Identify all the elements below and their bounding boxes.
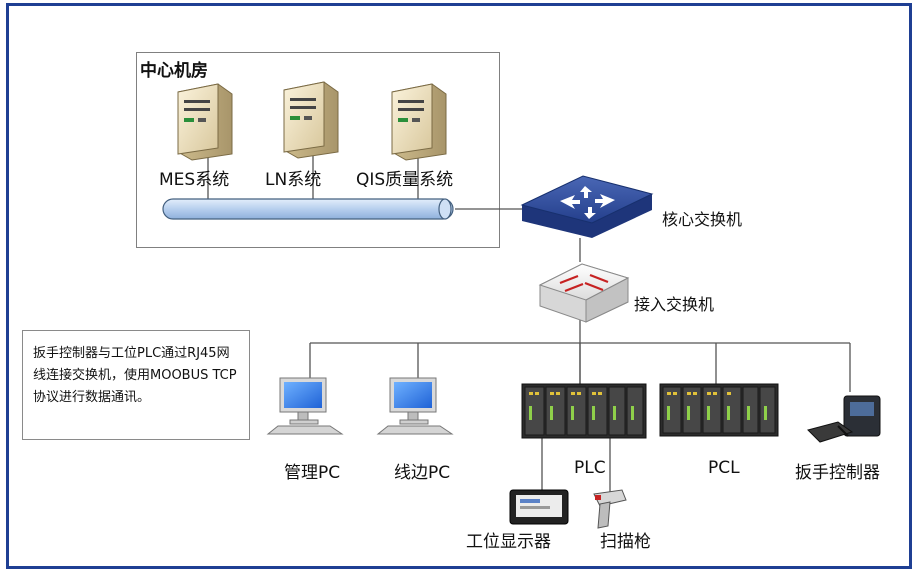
plc-label: PLC: [574, 458, 606, 478]
station-display-label: 工位显示器: [466, 532, 551, 552]
server-label-ln: LN系统: [265, 170, 322, 190]
wrench-controller-label: 扳手控制器: [795, 463, 880, 483]
server-bus: [162, 198, 454, 220]
line-pc-label: 线边PC: [394, 463, 451, 483]
diagram-frame: [6, 3, 912, 569]
core-switch-icon: [520, 175, 654, 238]
admin-pc-icon: [266, 377, 344, 435]
data-center-room: [136, 52, 500, 248]
access-switch-icon: [538, 263, 630, 323]
connection-lines: [207, 150, 851, 492]
server-ln-icon: [283, 81, 339, 159]
pcl-label: PCL: [708, 458, 740, 478]
pcl-rack-icon: [659, 383, 779, 437]
line-pc-icon: [376, 377, 454, 435]
access-switch-label: 接入交换机: [634, 295, 715, 314]
station-display-icon: [509, 489, 569, 525]
protocol-note: 扳手控制器与工位PLC通过RJ45网线连接交换机，使用MOOBUS TCP协议进…: [22, 330, 250, 440]
server-qis-icon: [391, 83, 447, 161]
core-switch-label: 核心交换机: [662, 210, 743, 229]
server-label-mes: MES系统: [159, 170, 230, 190]
wrench-controller-icon: [807, 395, 881, 443]
plc-rack-icon: [521, 383, 647, 439]
scanner-gun-icon: [593, 489, 627, 529]
server-mes-icon: [177, 83, 233, 161]
admin-pc-label: 管理PC: [284, 463, 341, 483]
server-label-qis: QIS质量系统: [356, 170, 454, 190]
scanner-label: 扫描枪: [600, 532, 651, 552]
room-title: 中心机房: [140, 61, 208, 81]
